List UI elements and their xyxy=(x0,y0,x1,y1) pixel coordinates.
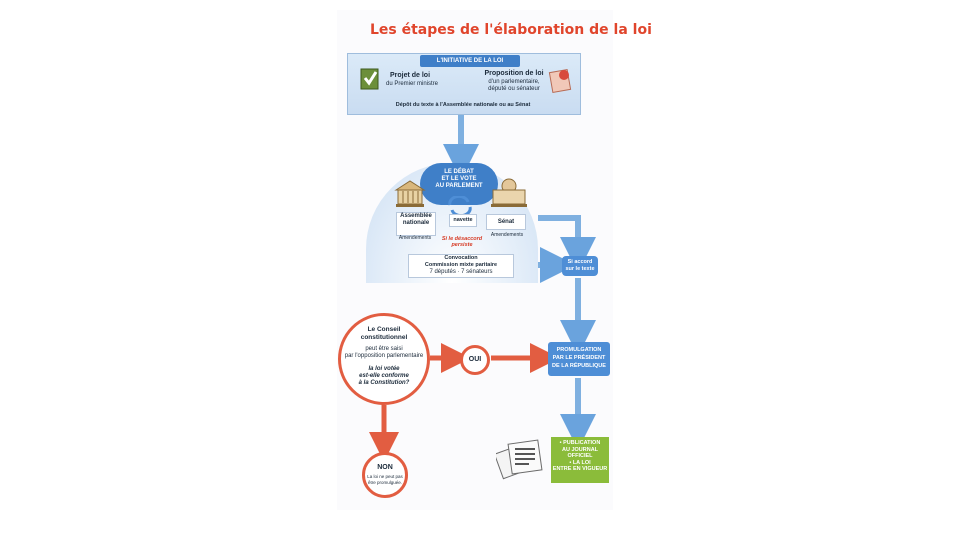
publication-line4: • LA LOI xyxy=(569,459,591,466)
check-document-icon xyxy=(360,68,379,90)
proposition-sub1: d'un parlementaire, xyxy=(488,79,540,85)
initiative-header: L'INITIATIVE DE LA LOI xyxy=(420,55,520,67)
conseil-sub1: peut être saisi xyxy=(365,346,403,352)
conseil-title1: Le Conseil xyxy=(367,326,401,333)
an-title1: Assemblée xyxy=(400,213,432,219)
desaccord-line2: persiste xyxy=(451,242,473,248)
an-box: Assemblée nationale xyxy=(396,212,436,236)
debat-line1: LE DÉBAT xyxy=(444,169,474,175)
cmp-line1: Convocation xyxy=(444,255,478,261)
accord-line1: Si accord xyxy=(567,259,593,265)
promulgation-box: PROMULGATION PAR LE PRÉSIDENT DE LA RÉPU… xyxy=(548,342,610,376)
conseil-q2: est-elle conforme xyxy=(359,373,409,379)
debat-vote-badge: LE DÉBAT ET LE VOTE AU PARLEMENT xyxy=(420,163,498,205)
proposition-sub2: député ou sénateur xyxy=(488,86,540,92)
assemblee-building-icon xyxy=(394,180,426,207)
navette-label: navette xyxy=(449,214,477,227)
non-circle xyxy=(362,452,408,498)
debat-line2: ET LE VOTE xyxy=(441,176,477,182)
promulgation-line1: PROMULGATION xyxy=(556,347,602,353)
accord-badge: Si accord sur le texte xyxy=(562,256,598,276)
cmp-box: Convocation Commission mixte paritaire 7… xyxy=(408,254,514,278)
depot-text: Dépôt du texte à l'Assemblée nationale o… xyxy=(395,102,531,108)
publication-line2: AU JOURNAL xyxy=(561,446,599,453)
cmp-line3: 7 députés · 7 sénateurs xyxy=(429,269,493,275)
publication-line3: OFFICIEL xyxy=(567,453,593,459)
diagram-title: Les étapes de l'élaboration de la loi xyxy=(370,22,652,38)
publication-box: • PUBLICATION AU JOURNAL OFFICIEL • LA L… xyxy=(551,437,609,483)
conseil-title2: constitutionnel xyxy=(360,334,408,341)
an-title2: nationale xyxy=(402,220,430,226)
conseil-q3: à la Constitution? xyxy=(358,380,410,386)
conseil-q1: la loi votée xyxy=(368,366,400,372)
publication-line5: ENTRE EN VIGUEUR xyxy=(552,466,608,472)
non-sub1: La loi ne peut pas xyxy=(367,474,403,479)
senat-sub: Amendements xyxy=(490,232,524,238)
desaccord-line1: Si le désaccord xyxy=(441,236,483,242)
arrow-senat-to-accord xyxy=(538,215,596,273)
projet-sub: du Premier ministre xyxy=(385,81,438,87)
senat-building-icon xyxy=(491,178,527,207)
publication-line1: • PUBLICATION xyxy=(559,440,601,446)
non-sub2: être promulguée. xyxy=(367,480,403,485)
cmp-line2: Commission mixte paritaire xyxy=(424,262,498,268)
projet-title: Projet de loi xyxy=(389,72,431,79)
debat-line3: AU PARLEMENT xyxy=(435,183,483,189)
conseil-circle xyxy=(338,313,430,405)
accord-line2: sur le texte xyxy=(565,266,595,272)
promulgation-line2: PAR LE PRÉSIDENT xyxy=(552,355,606,361)
proposition-title: Proposition de loi xyxy=(484,70,544,77)
stamped-document-icon xyxy=(548,69,572,93)
non-title: NON xyxy=(377,464,393,471)
senat-box: Sénat xyxy=(486,214,526,230)
promulgation-line3: DE LA RÉPUBLIQUE xyxy=(552,363,606,369)
navette-cycle-icon xyxy=(448,196,472,216)
oui-circle: OUI xyxy=(460,345,490,375)
conseil-sub2: par l'opposition parlementaire xyxy=(344,353,424,359)
an-sub: Amendements xyxy=(398,235,432,241)
newspaper-icon xyxy=(496,439,543,480)
